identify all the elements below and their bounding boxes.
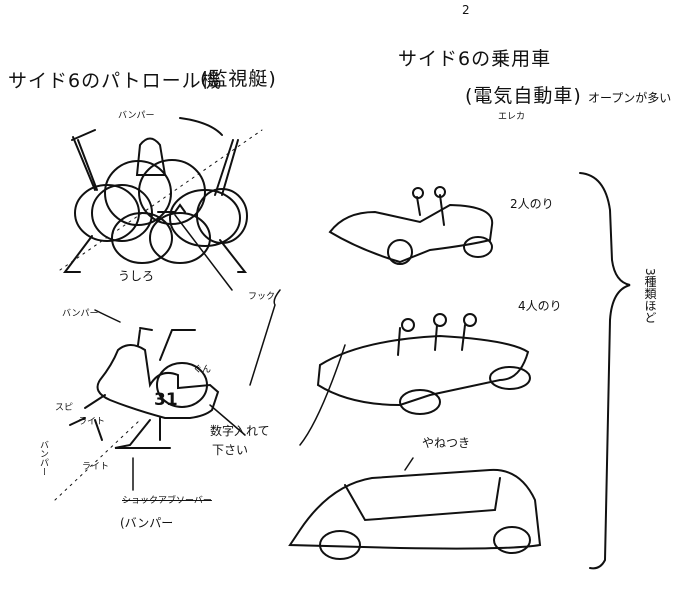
cars-title: サイド6の乗用車 xyxy=(398,48,552,70)
label-bumper-vertical: バンパー xyxy=(38,440,48,476)
patrol-craft-rear-view xyxy=(59,117,263,291)
label-rear-view: うしろ xyxy=(118,269,155,283)
label-bumper-side: バンパー xyxy=(62,309,99,319)
cars-subtitle-reading: エレカ xyxy=(498,112,526,122)
car-four-seater-sketch xyxy=(299,313,531,446)
types-note: 3種類ほど xyxy=(643,268,657,324)
label-two-seater: 2人のり xyxy=(510,197,554,211)
label-shock-absorber: ショックアブソーバー xyxy=(122,496,212,506)
label-bumper-bottom: (バンパー xyxy=(120,516,174,530)
label-hook: フック xyxy=(248,292,276,302)
cars-note: オープンが多い xyxy=(588,91,672,105)
label-roofed: やねつき xyxy=(422,436,471,450)
label-bumper-top: バンパー xyxy=(118,111,155,121)
brace xyxy=(579,172,631,570)
car-roofed-sketch xyxy=(288,457,542,560)
number-note-1: 数字入れて xyxy=(210,424,270,438)
patrol-craft-side-view xyxy=(54,309,246,501)
body-number: 31 xyxy=(154,390,178,410)
label-light-left: ライト xyxy=(78,417,106,427)
label-four-seater: 4人のり xyxy=(518,299,562,313)
label-left-small: スピ xyxy=(55,403,74,413)
label-small: ぐん xyxy=(193,365,212,375)
cars-subtitle: (電気自動車) xyxy=(465,85,582,107)
page-number: 2 xyxy=(462,3,470,17)
patrol-subtitle: (監視艇) xyxy=(200,68,277,90)
label-light-low: ライト xyxy=(82,462,110,472)
patrol-title: サイド6のパトロール機 xyxy=(8,70,222,92)
number-note-2: 下さい xyxy=(212,443,249,457)
car-two-seater-sketch xyxy=(328,186,494,265)
